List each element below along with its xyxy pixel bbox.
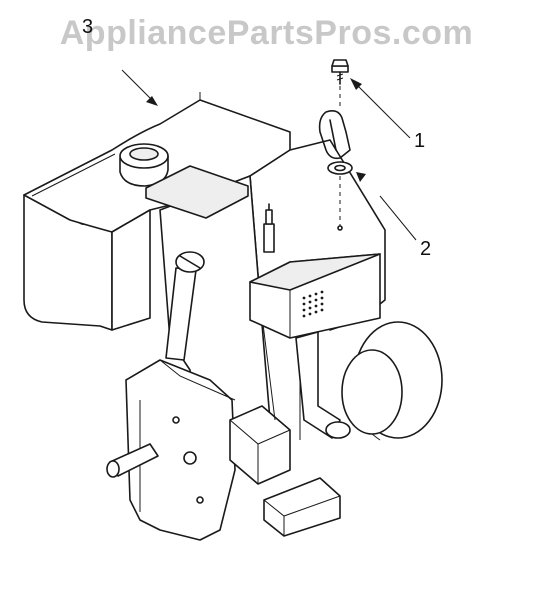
callout-label-2: 2 (420, 238, 432, 260)
engine-icon (106, 139, 386, 541)
crankshaft-icon (106, 443, 159, 478)
muffler-icon (249, 253, 443, 441)
leader-line-2 (356, 172, 417, 241)
leader-line-1 (350, 78, 411, 139)
d-clip-icon (318, 110, 351, 160)
callout-label-1: 1 (414, 130, 426, 152)
washer-icon (327, 161, 353, 175)
spark-plug-icon (263, 203, 275, 253)
oil-fill-tube-icon (165, 251, 205, 361)
bolt-icon (331, 59, 349, 85)
muffler-grille (302, 290, 324, 318)
callout-label-3: 3 (82, 16, 94, 38)
carburetor-icon (229, 405, 291, 485)
fuel-cap-icon (119, 143, 169, 187)
fuel-tank-icon (23, 92, 291, 331)
watermark-text: AppliancePartsPros.com (59, 14, 474, 52)
leader-line-3 (121, 69, 158, 106)
mount-hole (337, 225, 343, 231)
